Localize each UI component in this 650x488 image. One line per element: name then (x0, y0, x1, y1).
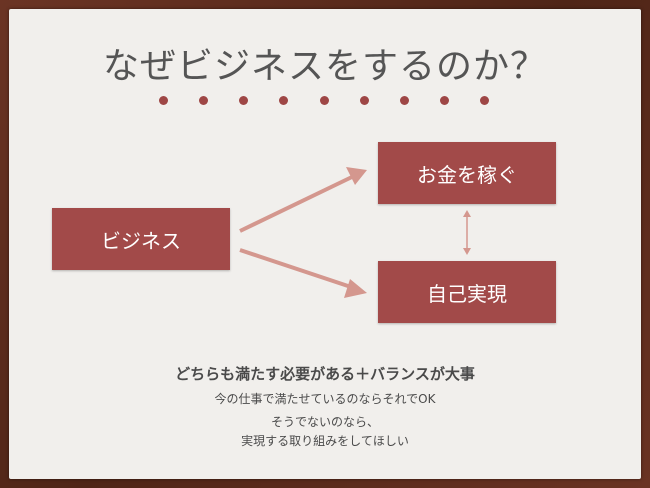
slide-title: なぜビジネスをするのか？ (102, 46, 547, 87)
note-line-1: 今の仕事で満たせているのならそれでOK (214, 392, 436, 406)
divider-dot (359, 96, 369, 105)
divider-dot (239, 96, 249, 105)
slide: なぜビジネスをするのか？ ビジネス お金を稼ぐ 自己実現 どちらも満たす必要があ… (9, 9, 641, 479)
earn-money-box: お金を稼ぐ (378, 142, 556, 204)
note-line-3: 実現する取り組みをしてほしい (241, 434, 409, 448)
note-line-2: そうでないのなら、 (270, 415, 379, 429)
arrow-head-to-self (344, 279, 367, 298)
divider-dot (279, 96, 289, 105)
dot-divider (159, 96, 489, 106)
arrow-head-to-money (346, 167, 367, 185)
divider-dot (319, 96, 329, 105)
self-realization-box: 自己実現 (378, 261, 556, 323)
business-box: ビジネス (52, 208, 230, 270)
divider-dot (480, 96, 489, 105)
main-note: どちらも満たす必要がある＋バランスが大事 (175, 365, 475, 383)
double-arrow-head-bottom (463, 248, 471, 255)
divider-dot (159, 96, 168, 105)
divider-dot (199, 96, 209, 105)
double-arrow-head-top (463, 210, 471, 217)
divider-dot (399, 96, 409, 105)
arrow-to-self (239, 248, 355, 290)
divider-dot (439, 96, 449, 105)
arrow-to-money (239, 174, 355, 233)
